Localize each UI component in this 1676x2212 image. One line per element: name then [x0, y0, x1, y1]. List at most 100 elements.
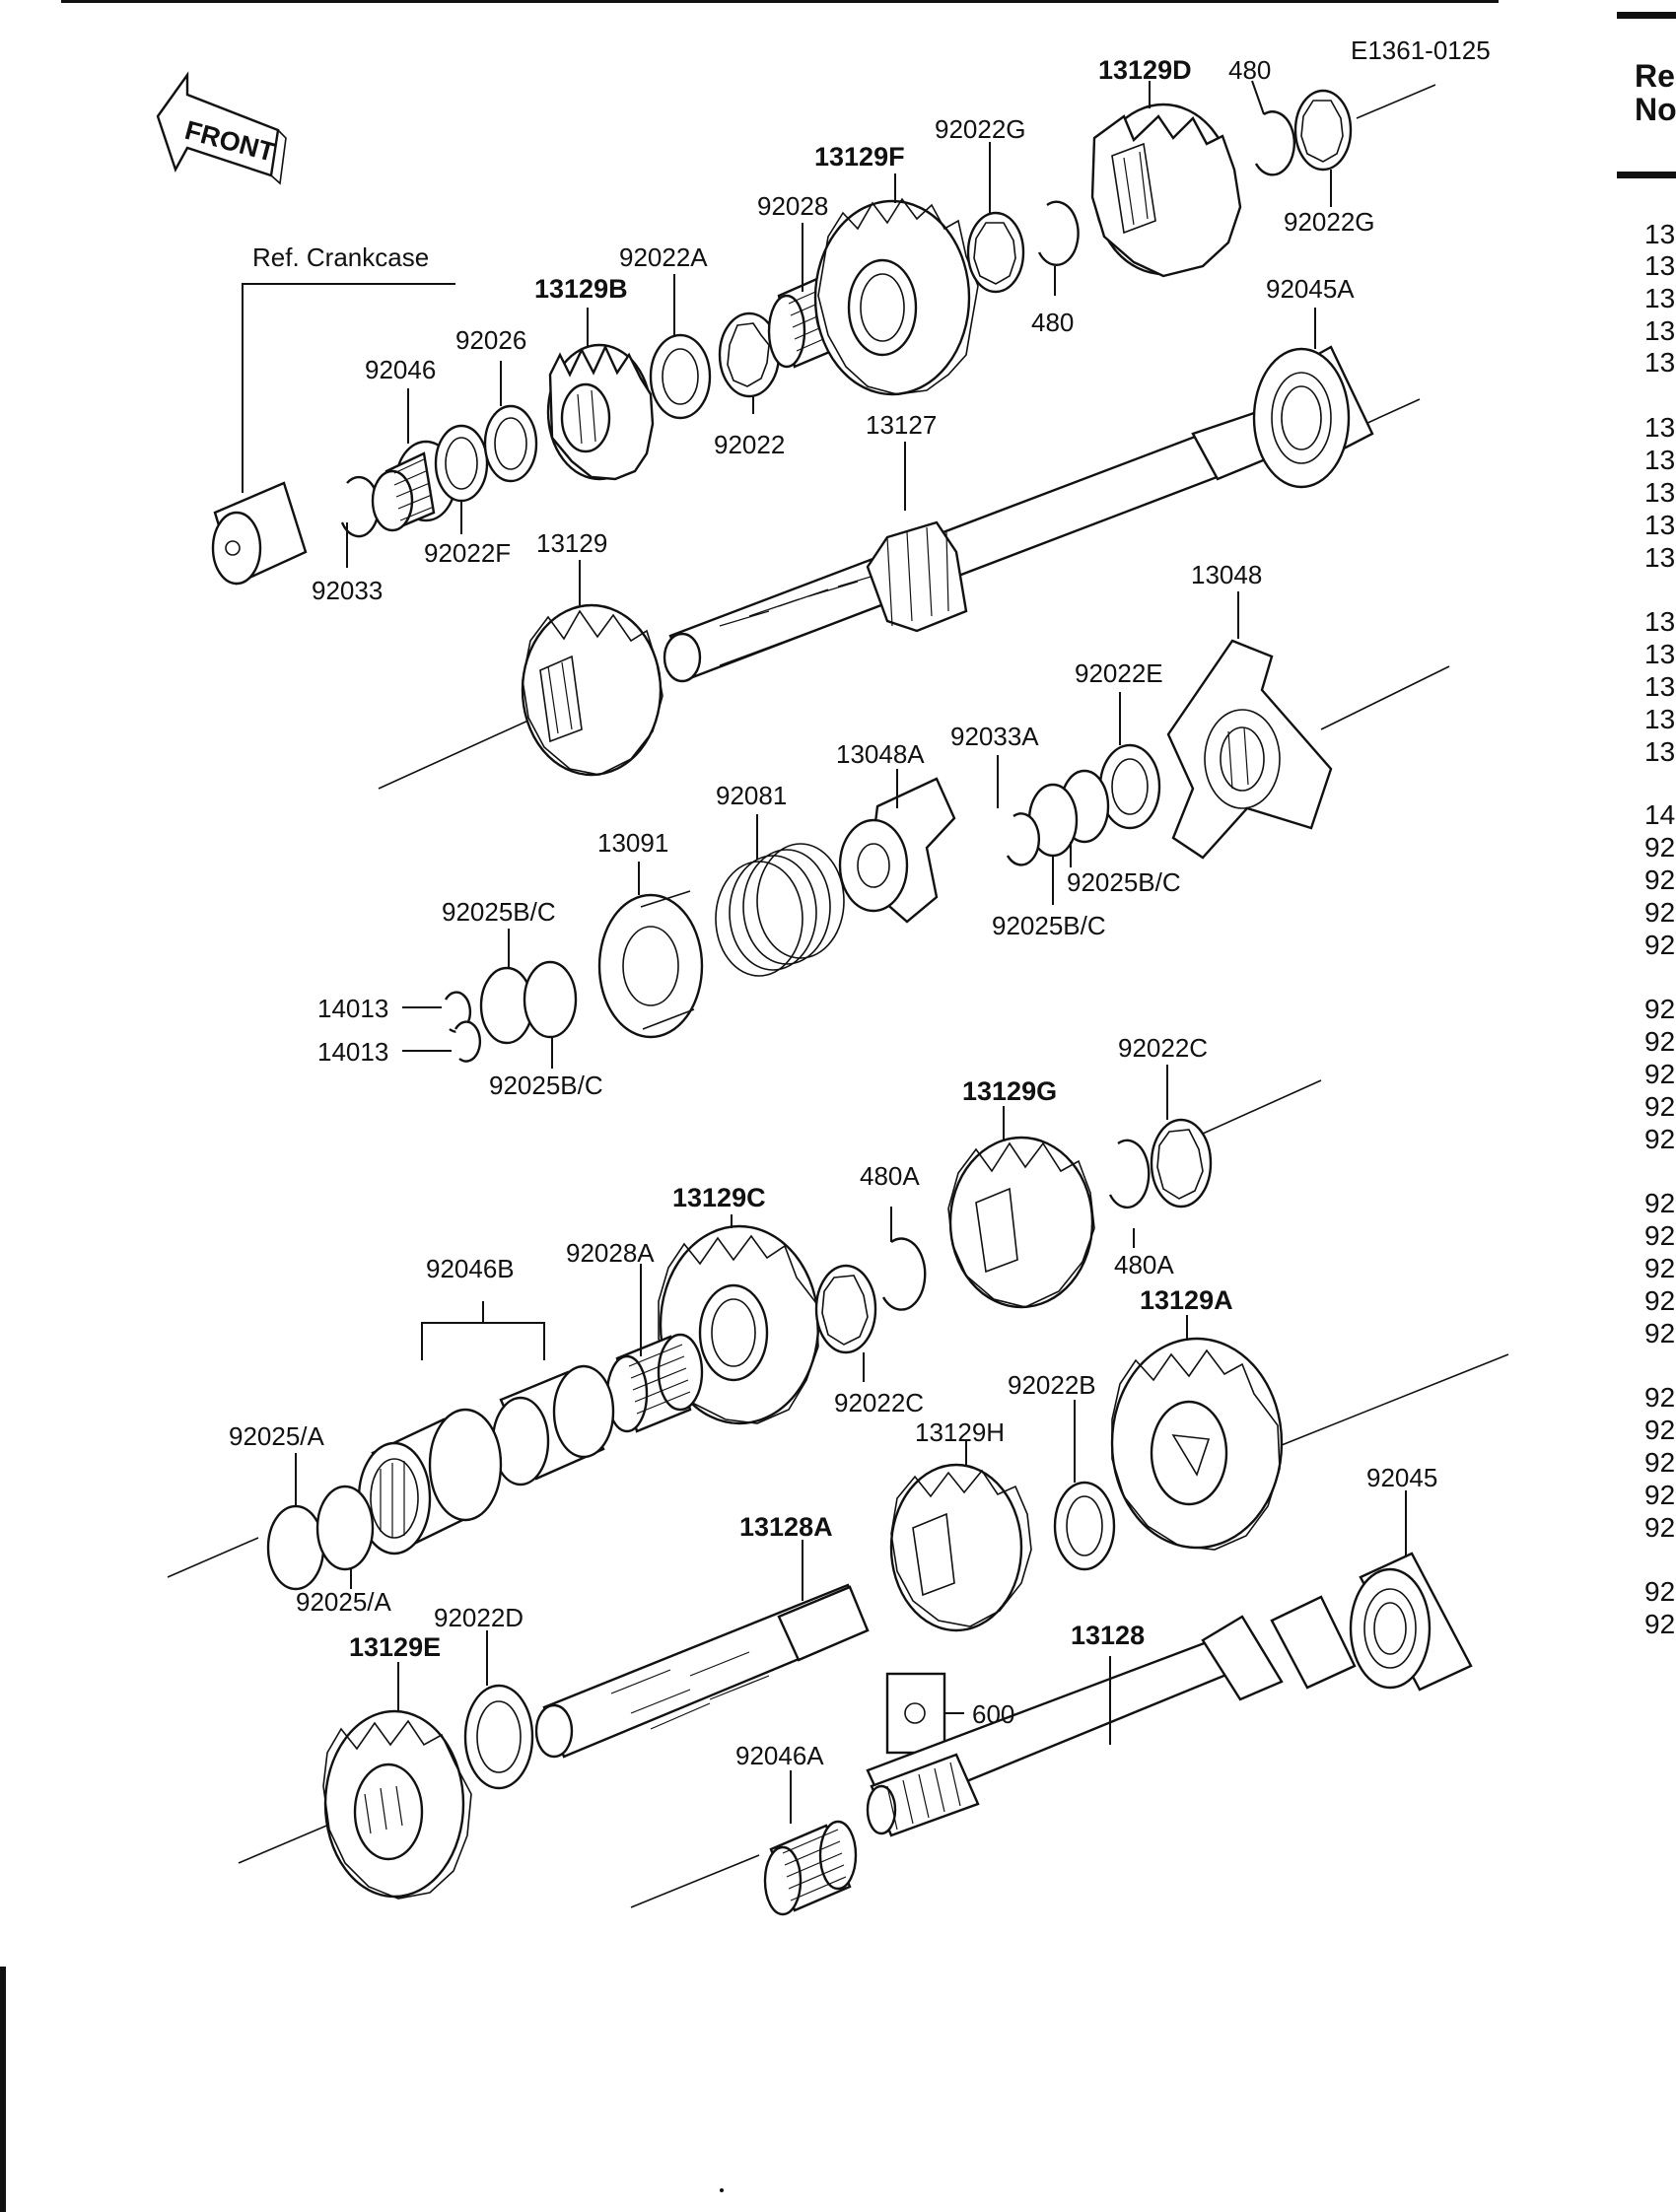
axis-line-e: [630, 1854, 760, 1908]
part-13129: [521, 603, 663, 777]
label-92033A: 92033A: [950, 722, 1039, 751]
part-92022G-b: [1293, 89, 1353, 172]
reference-row: 92: [1644, 1415, 1676, 1445]
part-13129G: [947, 1136, 1095, 1309]
part-92033A: [1006, 812, 1041, 866]
part-480A-a: [881, 1237, 927, 1311]
reference-row: 92: [1644, 1026, 1676, 1057]
axis-line-a: [1202, 1079, 1322, 1135]
reference-row: 14: [1644, 799, 1676, 830]
reference-row: 13: [1644, 639, 1676, 669]
reference-row: 92: [1644, 1480, 1676, 1510]
part-13129E: [322, 1709, 472, 1900]
part-92022B: [1053, 1481, 1116, 1571]
top-border: [61, 0, 1499, 3]
reference-row: 13: [1644, 704, 1676, 734]
label-13129G: 13129G: [962, 1076, 1057, 1106]
part-92025BC-b: [523, 960, 578, 1039]
part-92025A-b: [315, 1485, 375, 1571]
part-92046B: [357, 1364, 615, 1555]
part-92022D: [463, 1684, 534, 1790]
label-480A-a: 480A: [860, 1161, 920, 1191]
part-13048A: [838, 777, 956, 924]
reference-row: 92: [1644, 1059, 1676, 1089]
label-13127: 13127: [866, 410, 937, 440]
axis-line-b: [1271, 1353, 1509, 1450]
label-92026: 92026: [455, 325, 526, 355]
label-13129F: 13129F: [814, 142, 905, 172]
label-92025BC-right2: 92025B/C: [992, 911, 1106, 940]
reference-row: 92: [1644, 832, 1676, 863]
reference-row: 13: [1644, 736, 1676, 767]
label-92025BC-left: 92025B/C: [442, 897, 556, 927]
reference-row: 92: [1644, 1220, 1676, 1251]
part-13129A: [1110, 1337, 1284, 1551]
header-line-1: Re: [1635, 58, 1675, 94]
label-92046B: 92046B: [426, 1254, 515, 1283]
part-480-a: [1254, 110, 1295, 176]
column-header: Re No: [1635, 59, 1676, 126]
reference-row: 13: [1644, 412, 1676, 443]
label-92028A: 92028A: [566, 1238, 655, 1268]
reference-row: 92: [1644, 864, 1676, 895]
label-92025BC-bottom: 92025B/C: [489, 1071, 603, 1100]
reference-row: 92: [1644, 1318, 1676, 1348]
part-92022F: [434, 424, 489, 503]
label-92025A-top: 92025/A: [229, 1421, 325, 1451]
axis-line-c: [167, 1537, 259, 1578]
part-92025A-a: [266, 1504, 325, 1591]
reference-row: 92: [1644, 1124, 1676, 1154]
label-92022F: 92022F: [424, 538, 511, 568]
label-13129: 13129: [536, 528, 607, 558]
reference-row: 13: [1644, 315, 1676, 346]
label-480A-b: 480A: [1114, 1250, 1174, 1279]
label-13129D: 13129D: [1098, 55, 1192, 85]
label-600: 600: [972, 1699, 1014, 1729]
reference-row: 13: [1644, 542, 1676, 573]
label-13129B: 13129B: [534, 274, 628, 304]
label-92022C-top: 92022C: [1118, 1033, 1208, 1063]
reference-row: 92: [1644, 930, 1676, 960]
reference-row: 13: [1644, 671, 1676, 702]
label-92046A: 92046A: [735, 1741, 824, 1770]
stray-mark: [720, 2188, 724, 2192]
label-92028: 92028: [757, 191, 828, 221]
part-13129H: [889, 1463, 1032, 1632]
header-bottom-rule: [1617, 172, 1676, 178]
part-92022: [718, 311, 781, 398]
label-92022G-right: 92022G: [1284, 207, 1375, 237]
label-13129A: 13129A: [1140, 1285, 1233, 1315]
part-92022C-b: [814, 1264, 877, 1354]
crankcase-cap: [211, 481, 308, 586]
part-13129D: [1090, 103, 1242, 278]
reference-row: 92: [1644, 1576, 1676, 1607]
part-92022A: [649, 333, 712, 420]
label-92022E: 92022E: [1075, 658, 1163, 688]
reference-row: 13: [1644, 445, 1676, 475]
label-13129H: 13129H: [915, 1417, 1005, 1447]
label-13091: 13091: [597, 828, 668, 858]
part-92026: [483, 404, 538, 483]
drawing-code: E1361-0125: [1351, 35, 1491, 65]
label-13129C: 13129C: [672, 1183, 766, 1212]
header-top-rule: [1617, 12, 1676, 19]
label-92022: 92022: [714, 430, 785, 459]
part-480A-b: [1108, 1139, 1151, 1209]
reference-row: 92: [1644, 1609, 1676, 1639]
reference-row: 13: [1644, 477, 1676, 508]
label-14013-a: 14013: [317, 994, 388, 1023]
part-13048: [1166, 639, 1333, 860]
label-14013-b: 14013: [317, 1037, 388, 1067]
label-92045: 92045: [1366, 1463, 1437, 1492]
ref-crankcase-label: Ref. Crankcase: [252, 242, 429, 272]
reference-row: 13: [1644, 606, 1676, 637]
part-92028A: [605, 1333, 704, 1433]
part-92022E: [1098, 743, 1161, 830]
label-92081: 92081: [716, 781, 787, 810]
label-92046: 92046: [365, 355, 436, 384]
reference-row: 92: [1644, 1253, 1676, 1283]
label-480-b: 480: [1031, 308, 1074, 337]
reference-row: 13: [1644, 347, 1676, 378]
